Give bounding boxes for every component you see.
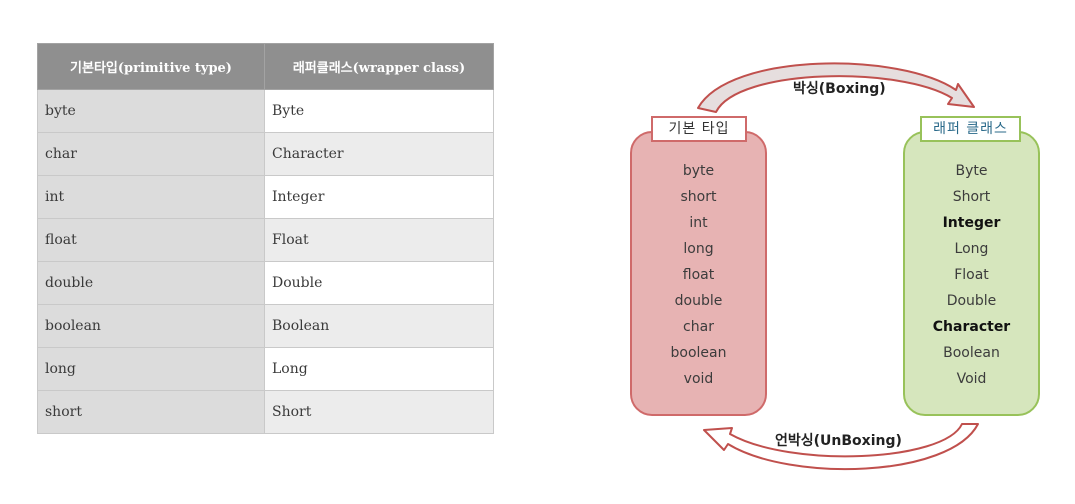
list-item: int [689,215,708,231]
primitive-cell: short [37,390,265,434]
list-item: short [680,189,717,205]
table-row: int Integer [37,175,494,219]
list-item: Byte [955,163,988,179]
primitive-cell: int [37,175,265,219]
wrapper-class-list: Byte Short Integer Long Float Double Cha… [903,158,1040,392]
table-row: byte Byte [37,89,494,133]
primitive-cell: long [37,347,265,391]
primitive-type-box [630,131,767,416]
wrapper-cell: Double [264,261,494,305]
table-row: double Double [37,261,494,305]
primitive-cell: byte [37,89,265,133]
wrapper-cell: Long [264,347,494,391]
header-primitive-type: 기본타입(primitive type) [37,43,265,90]
list-item: boolean [670,345,727,361]
list-item: void [683,371,714,387]
list-item: char [683,319,714,335]
list-item: Void [956,371,987,387]
list-item: byte [682,163,715,179]
list-item: long [683,241,714,257]
list-item: double [674,293,723,309]
table-row: char Character [37,132,494,176]
wrapper-cell: Short [264,390,494,434]
wrapper-cell: Float [264,218,494,262]
primitive-cell: double [37,261,265,305]
wrapper-cell: Byte [264,89,494,133]
list-item: Short [952,189,991,205]
type-mapping-table: 기본타입(primitive type) 래퍼클래스(wrapper class… [37,43,494,434]
primitive-type-list: byte short int long float double char bo… [630,158,767,392]
list-item: Float [954,267,989,283]
table-row: short Short [37,390,494,434]
table-row: long Long [37,347,494,391]
wrapper-class-box [903,131,1040,416]
primitive-cell: char [37,132,265,176]
header-wrapper-class: 래퍼클래스(wrapper class) [264,43,494,90]
wrapper-cell: Boolean [264,304,494,348]
wrapper-cell: Character [264,132,494,176]
list-item: Double [946,293,997,309]
list-item: Long [954,241,989,257]
table-header-row: 기본타입(primitive type) 래퍼클래스(wrapper class… [37,43,494,90]
primitive-cell: float [37,218,265,262]
primitive-box-title: 기본 타입 [651,116,747,142]
unboxing-label: 언박싱(UnBoxing) [775,433,902,449]
list-item: Character [932,319,1011,335]
primitive-cell: boolean [37,304,265,348]
wrapper-box-title: 래퍼 클래스 [920,116,1021,142]
table-row: float Float [37,218,494,262]
list-item: Integer [942,215,1001,231]
list-item: float [682,267,715,283]
table-row: boolean Boolean [37,304,494,348]
list-item: Boolean [943,345,1000,361]
wrapper-cell: Integer [264,175,494,219]
boxing-label: 박싱(Boxing) [793,81,886,97]
